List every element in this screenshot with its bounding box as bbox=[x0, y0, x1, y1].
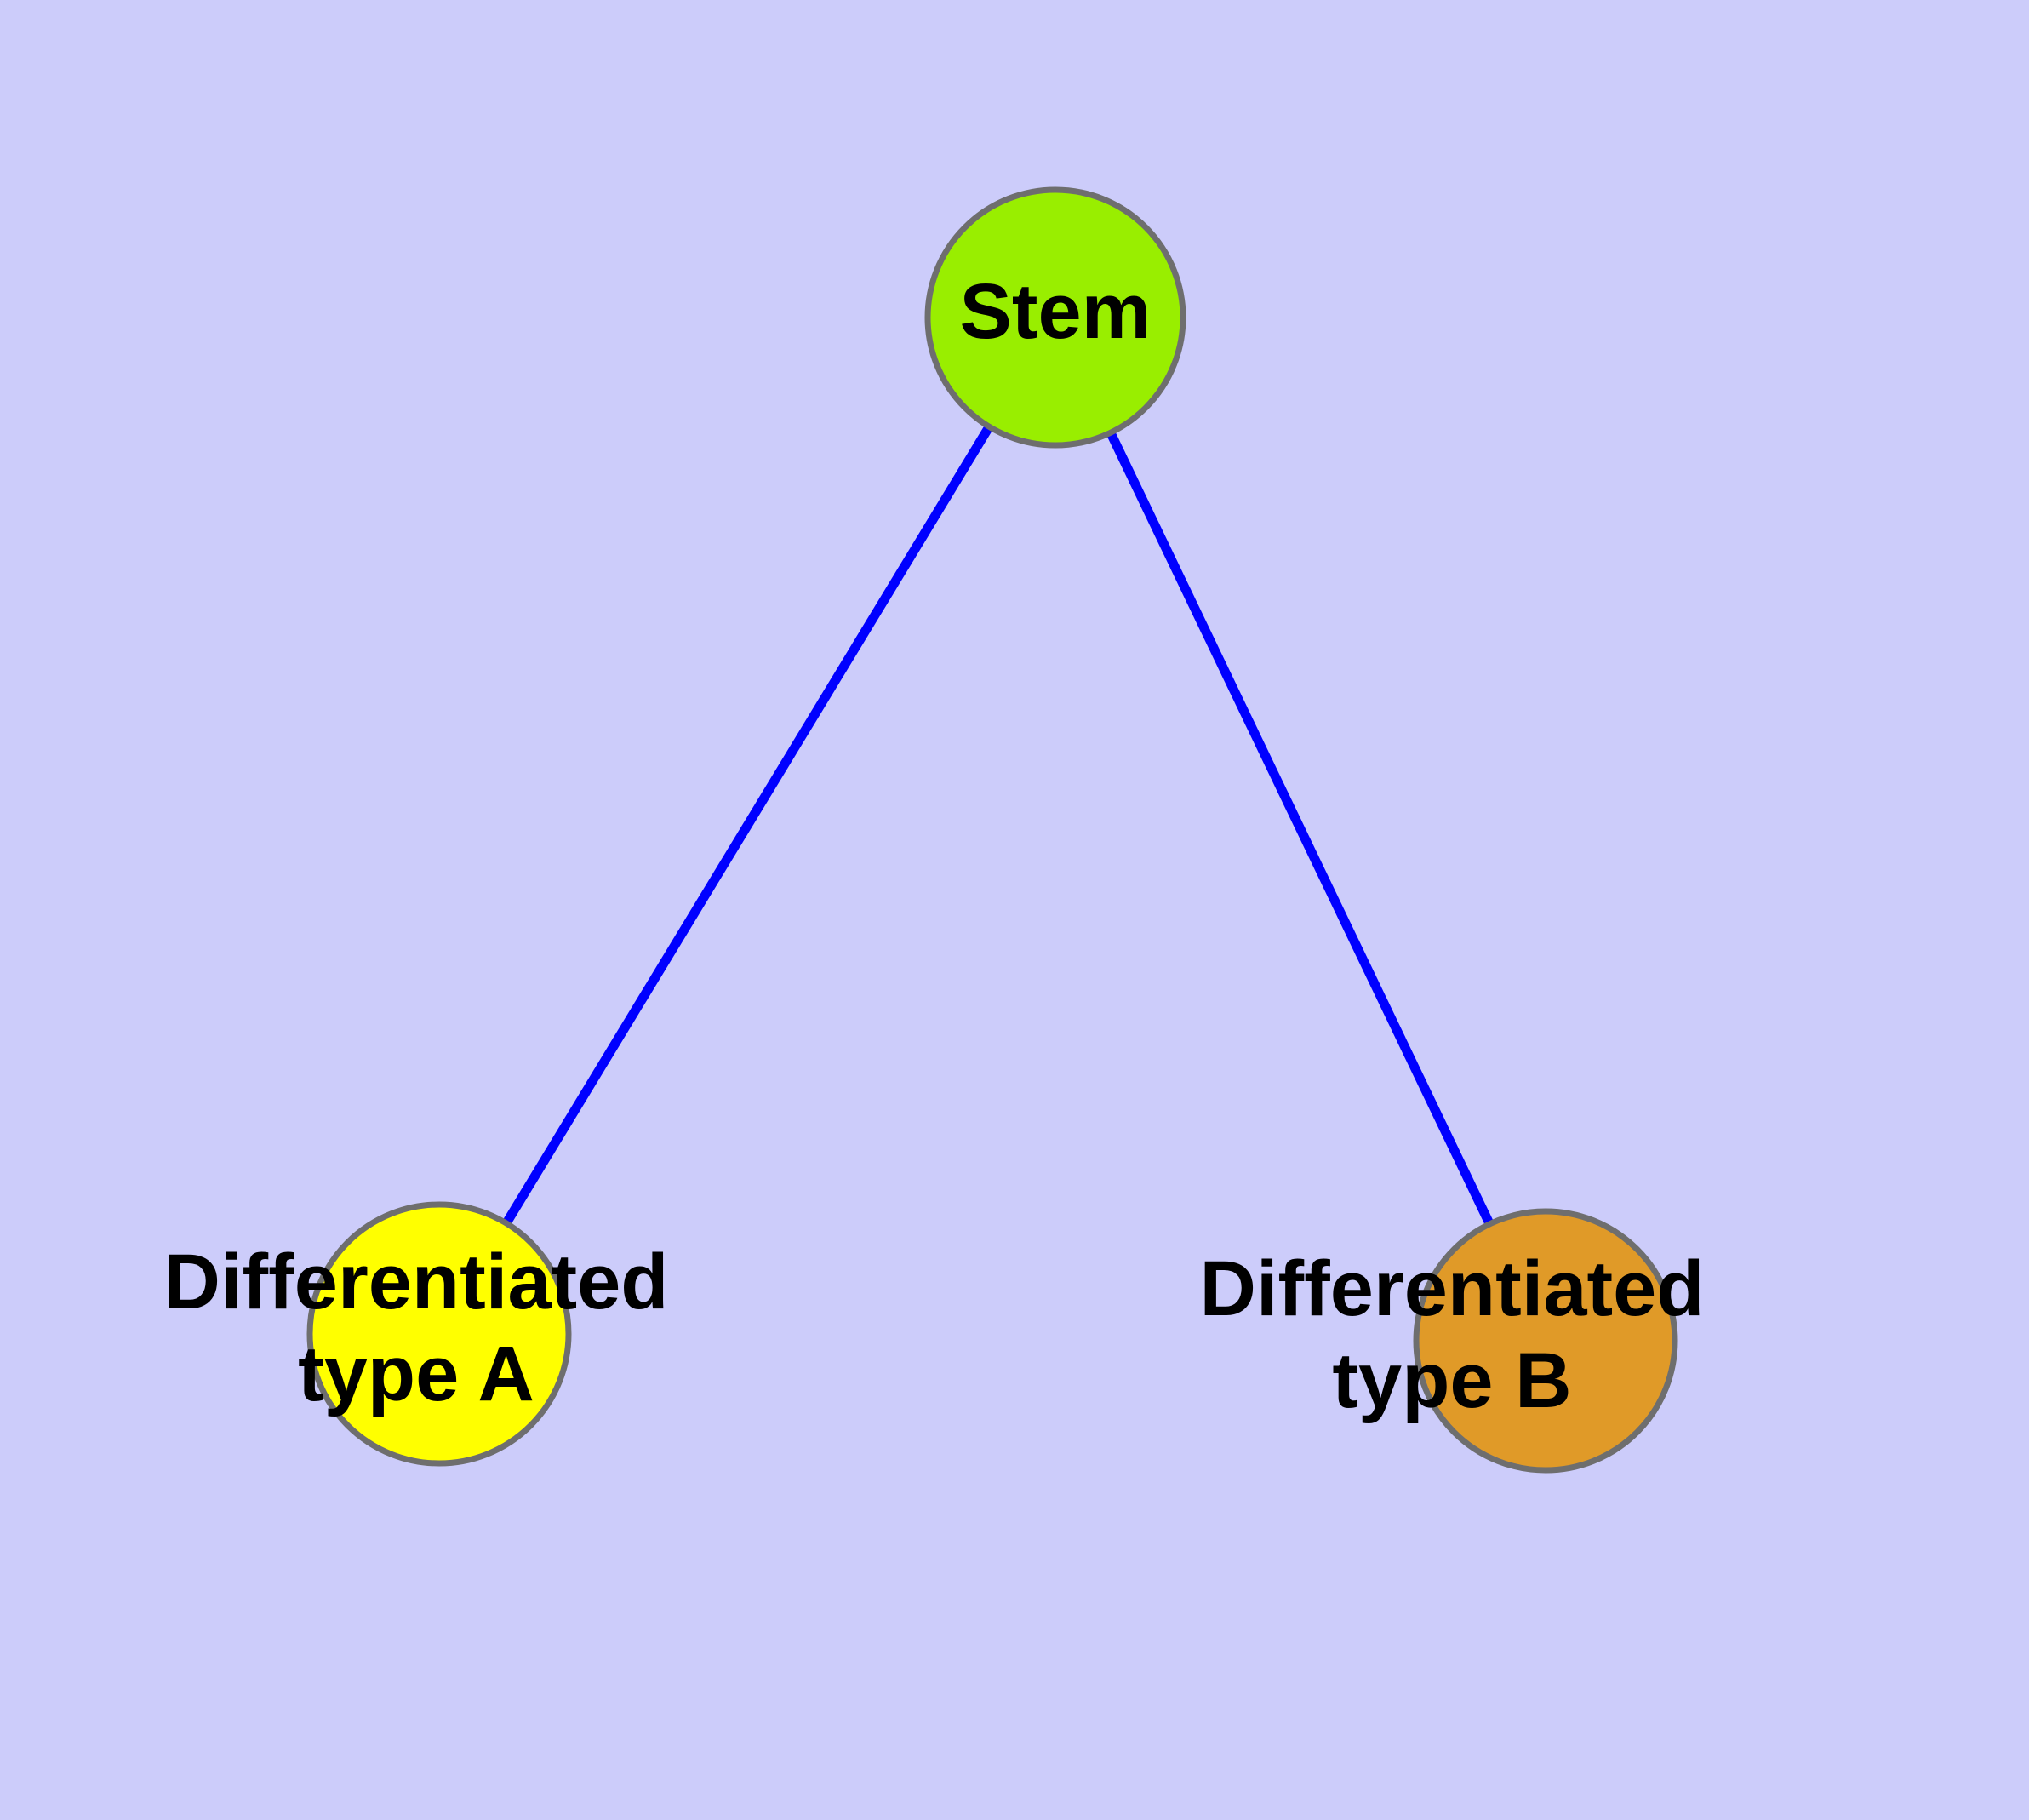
node-circle-stem[interactable] bbox=[924, 186, 1186, 449]
edges-layer bbox=[435, 315, 1550, 1343]
node-label-line: type B bbox=[1332, 1337, 1571, 1424]
node-circle-diff-a[interactable] bbox=[306, 1201, 572, 1467]
node-label-line: Differentiated bbox=[1200, 1245, 1705, 1332]
node-label-line: type A bbox=[298, 1331, 534, 1417]
edge-stem-to-diff-b[interactable] bbox=[1051, 315, 1550, 1343]
node-label-stem: Stem bbox=[960, 268, 1152, 355]
edge-stem-to-diff-a[interactable] bbox=[435, 315, 1060, 1336]
nodes-layer bbox=[306, 186, 1678, 1474]
node-label-line: Differentiated bbox=[164, 1239, 669, 1325]
node-label-line: Stem bbox=[960, 268, 1152, 355]
node-circle-diff-b[interactable] bbox=[1413, 1208, 1678, 1474]
